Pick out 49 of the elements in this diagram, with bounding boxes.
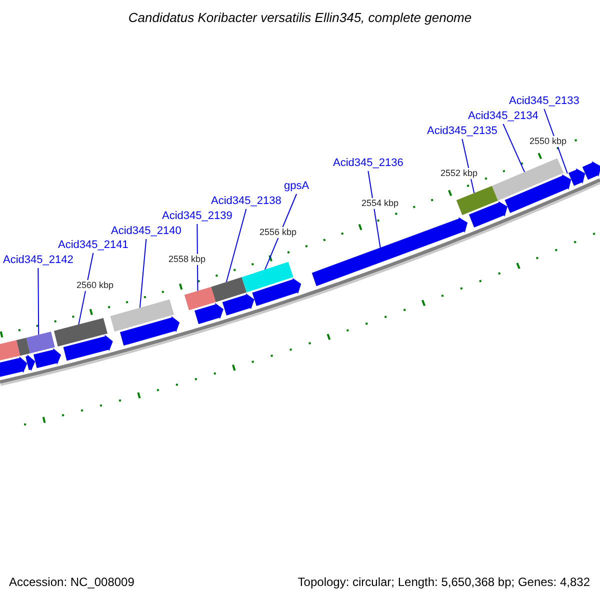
gene-bar: [194, 302, 224, 324]
gene-label: Acid345_2142: [3, 254, 74, 267]
footer-text: Topology: circular; Length: 5,650,368 bp; Genes: 4,832: [298, 575, 590, 589]
leader-line: [38, 268, 40, 336]
gene-label: Acid345_2140: [111, 225, 182, 238]
gene-label: Acid345_2135: [427, 125, 498, 138]
leader-line: [264, 194, 298, 270]
leader-line: [139, 238, 147, 308]
gene-bar: [26, 354, 36, 372]
gene-bar: [0, 356, 28, 378]
gene-label: Acid345_2138: [211, 195, 282, 208]
position-label: 2558 kbp: [168, 254, 206, 265]
leader-line: [226, 208, 247, 283]
gene-bar: [312, 217, 468, 286]
gene-bar: [16, 338, 30, 356]
gene-label: Acid345_2141: [58, 239, 128, 252]
gene-bar: [63, 334, 113, 361]
gene-bar: [54, 318, 108, 346]
gene-label: Acid345_2139: [162, 210, 232, 223]
position-label: 2550 kbp: [529, 136, 567, 147]
gene-bar: [242, 262, 294, 292]
gene-bar: [120, 316, 180, 346]
gene-bar: [211, 277, 247, 302]
footer-text: Accession: NC_008009: [9, 575, 134, 589]
gene-bar: [34, 348, 62, 368]
gene-label: Acid345_2136: [333, 157, 404, 170]
gene-bar: [568, 168, 586, 186]
gene-label: gpsA: [284, 180, 310, 193]
gene-label: Acid345_2134: [468, 110, 538, 123]
gene-bar: [456, 186, 498, 216]
position-label: 2556 kbp: [259, 227, 297, 238]
leader-line: [368, 170, 381, 249]
gene-bar: [504, 174, 572, 213]
gene-bar: [110, 299, 174, 332]
gene-bar: [0, 340, 20, 362]
gene-bar: [582, 161, 600, 180]
title: Candidatus Koribacter versatilis Ellin345, complete genome: [127, 10, 473, 25]
position-label: 2552 kbp: [440, 168, 478, 179]
gene-bar: [468, 201, 508, 228]
leader-line: [78, 252, 94, 326]
leader-line: [502, 124, 526, 173]
position-label: 2554 kbp: [361, 198, 399, 209]
gene-bar: [26, 332, 55, 354]
gene-bar: [222, 293, 254, 316]
gene-bar: [492, 158, 564, 201]
gene-bar: [252, 278, 302, 306]
position-label: 2560 kbp: [76, 280, 114, 291]
gene-label: Acid345_2133: [509, 95, 580, 108]
gene-bar: [184, 286, 216, 310]
